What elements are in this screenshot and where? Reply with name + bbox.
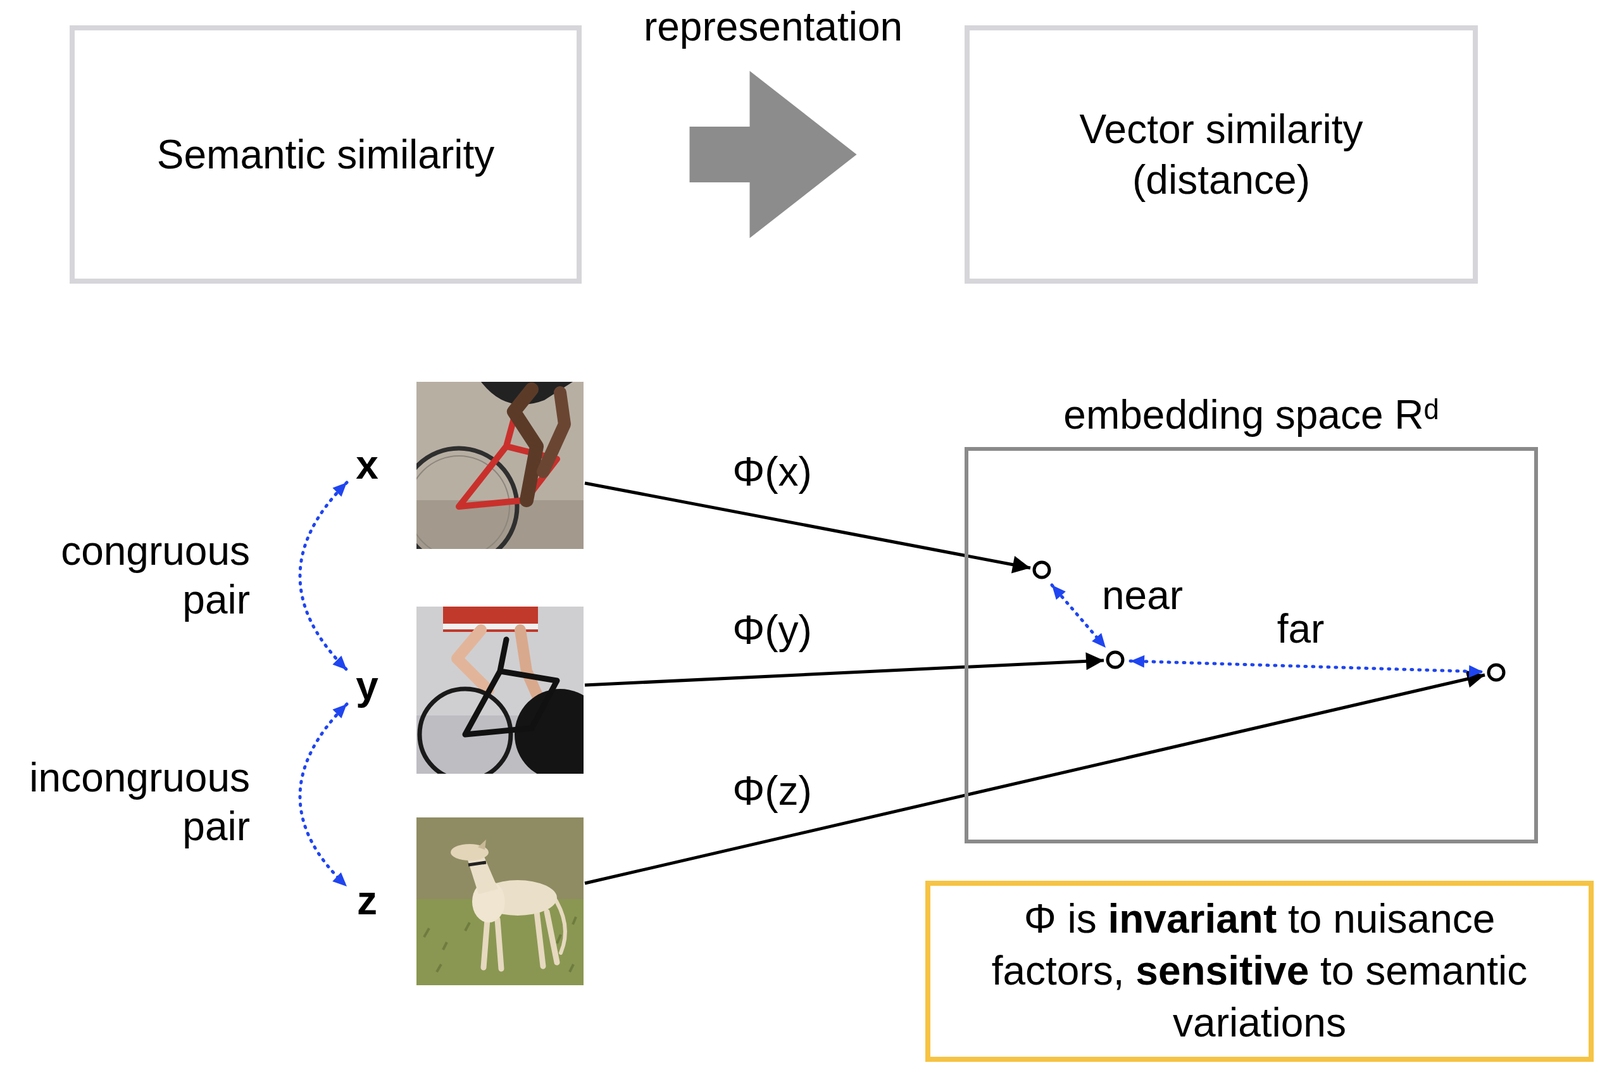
distance-arrow: [1130, 660, 1483, 672]
connector-label: representation: [639, 2, 907, 52]
dog-photo: [416, 817, 584, 985]
track-cyclist-photo: [416, 606, 584, 774]
cyclist-photo: [416, 381, 584, 549]
distance-label: near: [1101, 570, 1183, 620]
embedding-space-box: embedding space Rᵈ: [964, 446, 1538, 844]
pair-label: congruous pair: [9, 526, 250, 625]
leg: [543, 392, 565, 472]
distance-arrow: [1051, 584, 1106, 648]
mapping-label: Φ(y): [732, 605, 813, 655]
mapping-arrow: [584, 482, 1031, 568]
pair-arrow: [300, 703, 347, 887]
photo-ground: [416, 817, 584, 985]
box-text: Vector similarity (distance): [1050, 103, 1393, 206]
block-arrow: [689, 70, 857, 238]
dog-collar: [468, 862, 487, 865]
mapping-label: Φ(z): [732, 766, 813, 816]
property-note-box: Φ is invariant to nuisance factors, sens…: [925, 880, 1594, 1062]
leg: [456, 629, 489, 690]
variable-name: y: [355, 661, 379, 711]
pair-label: incongruous pair: [9, 753, 250, 851]
note-run: Φ is: [1024, 895, 1097, 942]
leg: [513, 389, 537, 500]
box-text: Semantic similarity: [156, 129, 495, 180]
mapping-arrow: [584, 674, 1485, 883]
embedding-point: [1488, 664, 1504, 680]
variable-name: x: [355, 440, 379, 490]
concept-box: Semantic similarity: [69, 25, 582, 284]
pair-arrow: [300, 482, 347, 670]
distance-label: far: [1277, 604, 1325, 654]
dog-ear: [477, 839, 487, 850]
variable-name: z: [356, 875, 378, 925]
photo-shadow: [416, 500, 584, 549]
concept-box: Vector similarity (distance): [964, 25, 1478, 284]
note-text: Φ is invariant to nuisance factors, sens…: [974, 893, 1545, 1049]
embedding-point: [1107, 651, 1123, 668]
note-run: sensitive: [1135, 947, 1309, 994]
region-heading: embedding space Rᵈ: [1063, 389, 1439, 440]
mapping-label: Φ(x): [732, 447, 813, 497]
bike-frame: [465, 639, 557, 735]
embedding-point: [1034, 562, 1050, 578]
note-run: invariant: [1107, 895, 1277, 942]
mapping-arrow: [584, 660, 1104, 685]
